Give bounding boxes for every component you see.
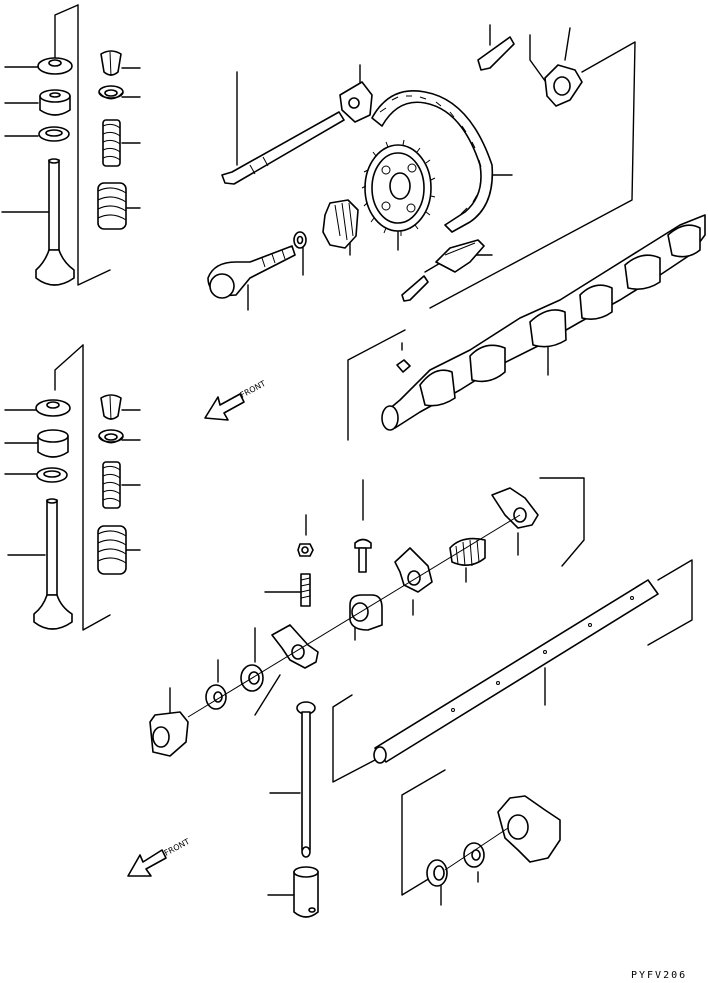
gear-washer [293, 231, 307, 249]
rocker-shaft [373, 579, 659, 764]
intake-valve [35, 158, 75, 286]
valve-group-lower [4, 344, 141, 631]
cam-drive-group [207, 24, 636, 311]
camshaft [381, 214, 706, 431]
valve-collet [100, 50, 122, 77]
shaft-washer-2 [205, 684, 227, 710]
chain-tensioner [435, 239, 485, 273]
outer-valve-spring [97, 182, 127, 230]
adjusting-nut [297, 543, 314, 557]
chain-guide-bracket [339, 81, 373, 123]
cover-bolt [477, 36, 515, 71]
camshaft-group [347, 214, 706, 441]
camshaft-sprocket [361, 139, 436, 236]
valve-tappet [293, 866, 319, 918]
adjusting-screw [300, 573, 311, 607]
spring-retainer [98, 85, 124, 100]
front-label-top: FRONT [239, 379, 267, 400]
bracket-washer [463, 842, 485, 868]
exhaust-valve [33, 498, 73, 630]
valve-stem-seal [39, 89, 71, 116]
rocker-arm-right [491, 487, 539, 529]
woodruff-key [396, 359, 411, 373]
front-label-bottom: FRONT [163, 837, 191, 858]
cam-gear [322, 199, 359, 249]
front-arrow-upper: FRONT [204, 379, 267, 421]
tensioner-bolt [401, 275, 429, 302]
valve-group-upper [1, 4, 141, 286]
valve-stem-seal-2 [37, 429, 69, 458]
end-support [149, 711, 189, 757]
inner-valve-spring [102, 119, 121, 167]
inner-valve-spring-2 [102, 461, 121, 509]
valve-washer [38, 126, 70, 142]
drawing-code: PYFV206 [631, 970, 687, 981]
locating-screw [354, 538, 372, 573]
rocker-assembly [149, 477, 693, 918]
spring-retainer-2 [98, 429, 124, 444]
timing-chain [371, 90, 494, 233]
shaft-bracket-group [401, 769, 561, 906]
sprocket-bolt [221, 111, 345, 185]
rocker-arm-middle [394, 547, 433, 593]
front-arrow-lower: FRONT [127, 837, 191, 877]
shaft-bracket [497, 795, 561, 863]
gear-bolt [207, 245, 296, 299]
push-rod [296, 701, 316, 858]
shaft-washer-1 [240, 664, 264, 692]
rocker-spring [449, 537, 486, 567]
valve-washer-2 [36, 467, 68, 483]
valve-collet-2 [100, 394, 122, 421]
bracket-snap-ring [426, 859, 448, 887]
spring-seat-washer [37, 57, 73, 75]
outer-valve-spring-2 [97, 525, 127, 575]
spring-seat-washer-2 [35, 399, 71, 417]
rocker-support [349, 594, 383, 631]
cover-plate [544, 64, 583, 107]
